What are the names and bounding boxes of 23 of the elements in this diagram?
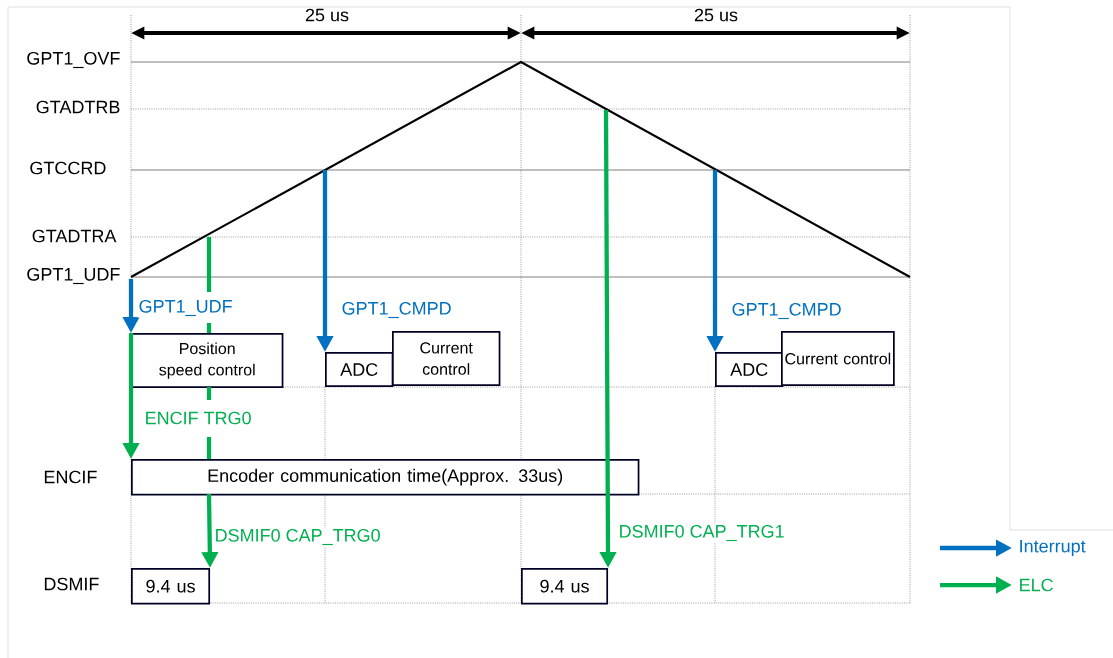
dimension-label: 25 us (694, 8, 738, 22)
process-box: 9.4 us (131, 568, 211, 605)
signal-label: GPT1_UDF (27, 267, 120, 285)
signal-label: GTCCRD (30, 161, 106, 175)
edge-label: GPT1_CMPD (730, 301, 843, 321)
legend-label: Interrupt (1020, 539, 1086, 557)
signal-label: GPT1_OVF (27, 51, 120, 69)
signal-label: GTADTRB (36, 100, 120, 114)
edge-label: DSMIF0 CAP_TRG1 (617, 523, 786, 543)
signal-label: GTADTRA (32, 229, 117, 243)
edge-label: GPT1_UDF (137, 298, 234, 318)
process-box: Position speed control (131, 333, 284, 389)
process-box: 9.4 us (521, 568, 609, 605)
process-box: Encoder communication time(Approx. 33us) (131, 459, 640, 496)
edge-label: GPT1_CMPD (340, 300, 453, 320)
process-box: ADC (325, 352, 394, 388)
legend-label: ELC (1020, 578, 1053, 592)
edge-label: ENCIF TRG0 (143, 410, 253, 426)
dimension-label: 25 us (305, 8, 349, 22)
signal-label: DSMIF (44, 577, 99, 591)
signal-label: ENCIF (44, 470, 97, 484)
edge-label: DSMIF0 CAP_TRG0 (213, 527, 382, 547)
process-box: ADC (715, 352, 784, 388)
